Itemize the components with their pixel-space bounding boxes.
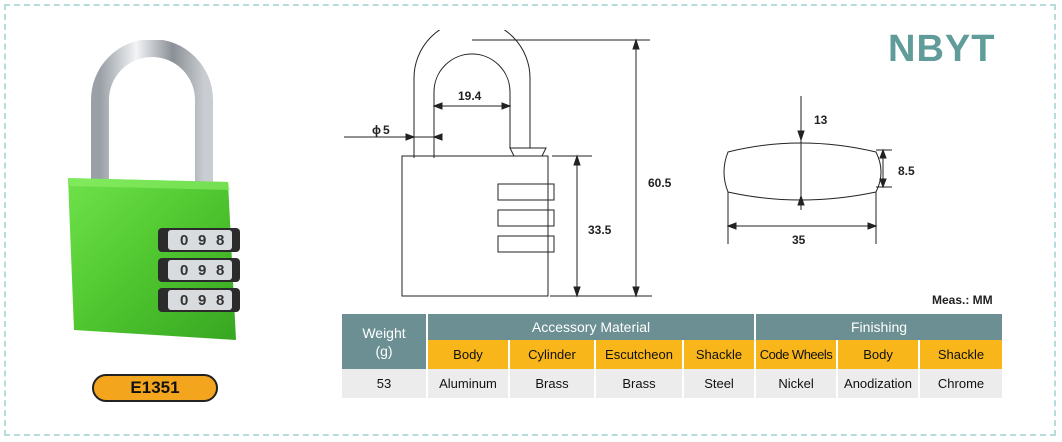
cell-shackle-finish: Chrome <box>918 369 1003 398</box>
dimension-drawing: 19.4 ϕ 5 60.5 33.5 13 8.5 35 <box>344 30 915 298</box>
dial-digit: 8 <box>216 292 224 309</box>
measurement-unit: Meas.: MM <box>932 293 993 307</box>
brand-logo: NBYT <box>888 28 996 70</box>
accessory-material-header: Accessory Material <box>426 314 755 340</box>
dial-digit: 9 <box>198 232 206 249</box>
page-frame <box>4 4 1056 436</box>
cell-escutcheon-material: Brass <box>594 369 682 398</box>
spec-table: Weight (g) Accessory Material Finishing … <box>342 314 1003 398</box>
dim-total-height: 60.5 <box>648 176 672 190</box>
weight-header: Weight (g) <box>342 314 426 369</box>
model-badge: E1351 <box>92 374 218 402</box>
dim-shackle-width: 19.4 <box>458 89 482 103</box>
dial-digit: 9 <box>198 292 206 309</box>
dim-diameter-symbol: ϕ <box>372 123 381 137</box>
dial-digit: 0 <box>180 292 188 309</box>
table-row: 53 Aluminum Brass Brass Steel Nickel Ano… <box>342 369 1003 398</box>
dim-thickness-13: 13 <box>814 113 828 127</box>
dial-digit: 0 <box>180 262 188 279</box>
finishing-header: Finishing <box>754 314 1003 340</box>
cell-cylinder-material: Brass <box>508 369 594 398</box>
dial-digit: 8 <box>216 262 224 279</box>
dial-digit: 8 <box>216 232 224 249</box>
dim-thickness-8-5: 8.5 <box>898 164 915 178</box>
combination-dials: 0 9 8 0 9 8 0 9 8 <box>158 228 240 312</box>
col-accessory-body: Body <box>426 340 508 369</box>
col-finishing-shackle: Shackle <box>918 340 1003 369</box>
cell-body-finish: Anodization <box>836 369 919 398</box>
dial-digit: 9 <box>198 262 206 279</box>
dial-digit: 0 <box>180 232 188 249</box>
col-accessory-shackle: Shackle <box>682 340 755 369</box>
cell-code-wheels-finish: Nickel <box>754 369 837 398</box>
col-finishing-body: Body <box>836 340 919 369</box>
cell-body-material: Aluminum <box>426 369 508 398</box>
dim-body-width: 35 <box>792 233 806 247</box>
dim-shackle-diameter: 5 <box>383 123 390 137</box>
cell-shackle-material: Steel <box>682 369 755 398</box>
dim-body-height: 33.5 <box>588 223 612 237</box>
col-accessory-escutcheon: Escutcheon <box>594 340 682 369</box>
padlock-photo: 0 9 8 0 9 8 0 9 8 <box>68 40 240 340</box>
col-finishing-code-wheels: Code Wheels <box>754 340 837 369</box>
col-accessory-cylinder: Cylinder <box>508 340 594 369</box>
cell-weight: 53 <box>342 369 426 398</box>
